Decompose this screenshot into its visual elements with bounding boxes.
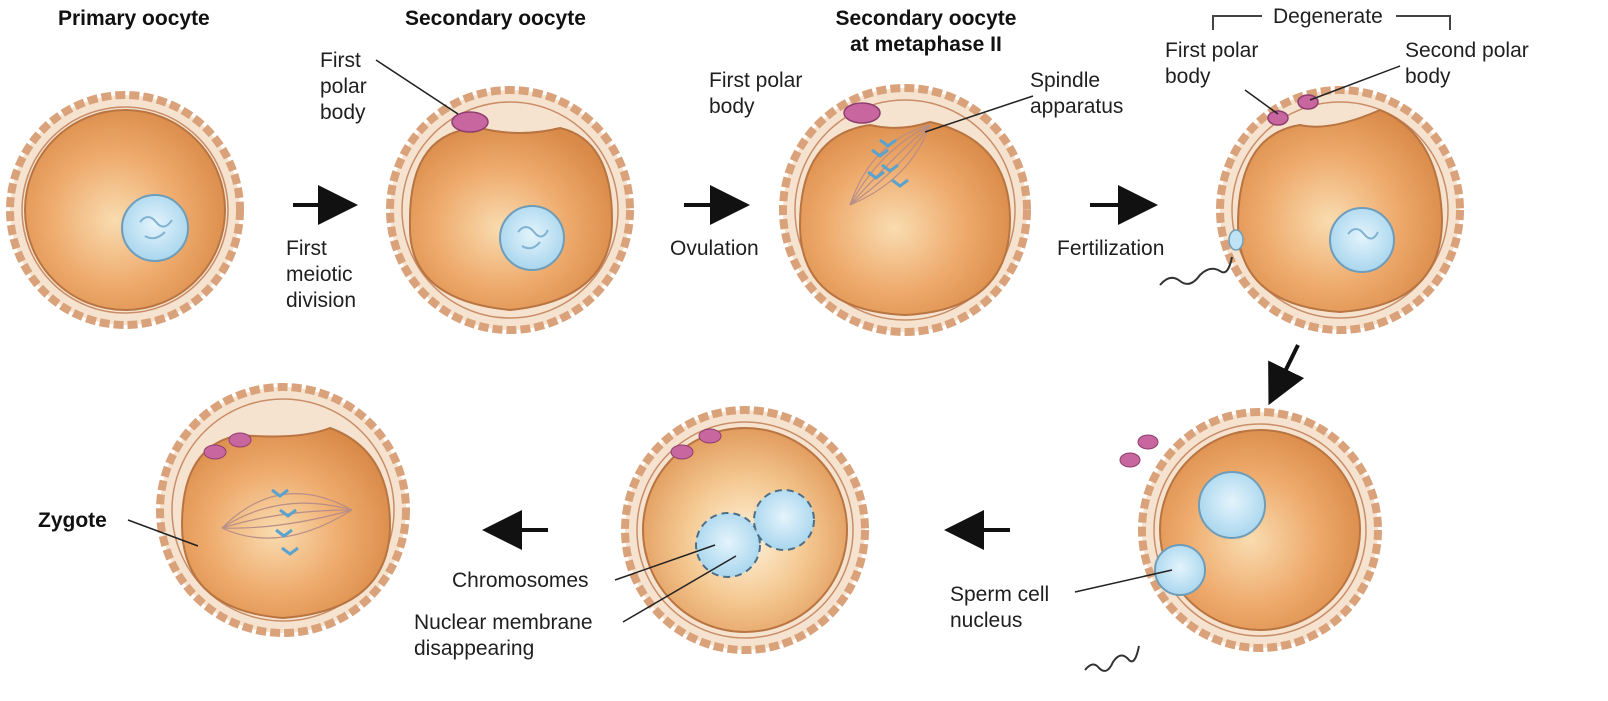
- polar-body: [1120, 453, 1140, 467]
- cell-fertilization: [1160, 90, 1460, 330]
- first-polar-body: [452, 112, 488, 132]
- label-chromosomes: Chromosomes: [452, 568, 589, 594]
- label-fertilization: Fertilization: [1057, 236, 1164, 262]
- nucleus: [500, 206, 564, 270]
- pronucleus-right: [754, 490, 814, 550]
- label-second-polar-body: Second polar body: [1405, 38, 1529, 90]
- cell-pronuclei: [1085, 412, 1378, 671]
- female-pronucleus: [1199, 472, 1265, 538]
- label-nuclear-membrane-disappearing: Nuclear membrane disappearing: [414, 610, 593, 662]
- polar-body: [204, 445, 226, 459]
- cell-membrane-disappearing: [625, 410, 865, 650]
- label-ovulation: Ovulation: [670, 236, 759, 262]
- label-metaphase-ii: Secondary oocyte at metaphase II: [808, 6, 1044, 58]
- pronucleus-left: [696, 513, 760, 577]
- sperm-tail: [1160, 257, 1232, 285]
- first-polar-body: [844, 103, 880, 123]
- label-first-polar-body-2: First polar body: [709, 68, 802, 120]
- label-degenerate: Degenerate: [1273, 4, 1383, 30]
- second-polar-body: [1298, 95, 1318, 109]
- polar-body: [1138, 435, 1158, 449]
- label-secondary-oocyte: Secondary oocyte: [405, 6, 586, 32]
- label-spindle-apparatus: Spindle apparatus: [1030, 68, 1123, 120]
- polar-body: [699, 429, 721, 443]
- cell-primary-oocyte: [10, 95, 240, 325]
- sperm-cell-nucleus: [1155, 545, 1205, 595]
- label-first-meiotic-division: First meiotic division: [286, 236, 356, 314]
- polar-body: [671, 445, 693, 459]
- cell-secondary-oocyte: [390, 90, 630, 330]
- sperm-head: [1229, 230, 1243, 250]
- cell-zygote: [160, 387, 406, 633]
- label-first-polar-body-3: First polar body: [1165, 38, 1258, 90]
- cell-metaphase-ii: [783, 88, 1027, 332]
- label-first-polar-body-1: First polar body: [320, 48, 367, 126]
- arrow-down: [1272, 345, 1298, 398]
- polar-body: [229, 433, 251, 447]
- nucleus: [122, 195, 188, 261]
- label-sperm-cell-nucleus: Sperm cell nucleus: [950, 582, 1049, 634]
- label-primary-oocyte: Primary oocyte: [58, 6, 210, 32]
- nucleus: [1330, 208, 1394, 272]
- label-zygote: Zygote: [38, 508, 107, 534]
